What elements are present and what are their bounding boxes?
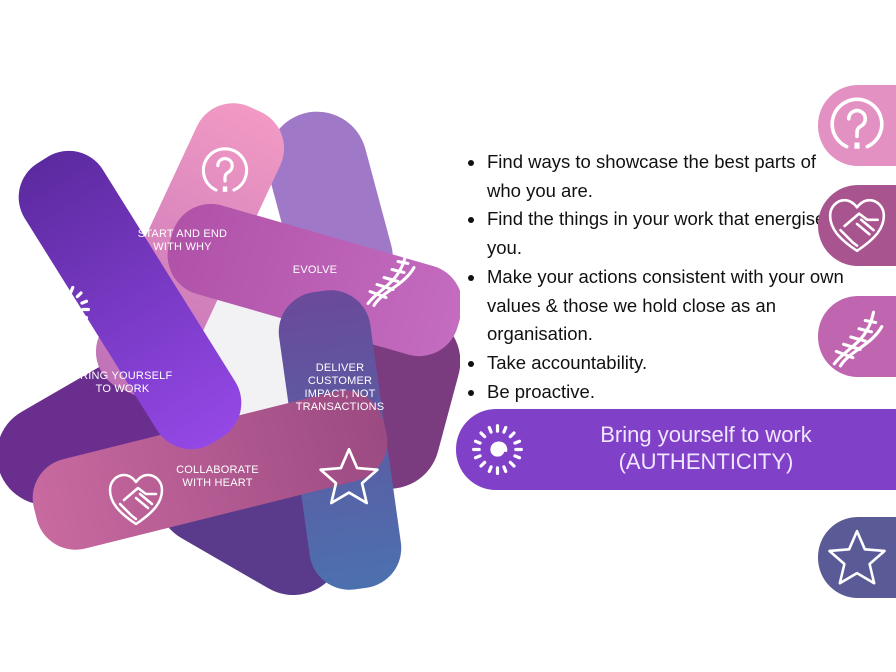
dna-icon (826, 306, 888, 368)
bullet-item: Find the things in your work that energi… (468, 205, 847, 262)
value-tile-deliver-customer-impact[interactable] (818, 517, 896, 598)
handshake-heart-icon (105, 470, 167, 530)
ribbon-bring-yourself-to-work (18, 150, 242, 450)
ribbon-collaborate-with-heart (32, 390, 388, 550)
dna-icon (360, 245, 420, 310)
handshake-heart-icon (826, 195, 888, 257)
active-value-subtitle: (AUTHENTICITY) (618, 449, 794, 474)
question-circle-icon (198, 145, 252, 199)
question-circle-icon (826, 95, 888, 157)
value-tile-collaborate-with-heart[interactable] (818, 185, 896, 266)
active-value-banner[interactable]: Bring yourself to work (AUTHENTICITY) (456, 409, 896, 490)
value-tile-evolve[interactable] (818, 296, 896, 377)
value-tile-start-and-end-with-why[interactable] (818, 85, 896, 166)
bullet-item: Find ways to showcase the best parts of … (468, 148, 847, 205)
bullet-item: Be proactive. (468, 378, 847, 407)
bullet-item: Take accountability. (468, 349, 847, 378)
sun-spiral-icon (37, 282, 92, 337)
bullet-item: Make your actions consistent with your o… (468, 263, 847, 349)
star-icon (317, 445, 381, 509)
ribbon-evolve (167, 203, 460, 357)
authenticity-bullet-list: Find ways to showcase the best parts of … (467, 148, 847, 406)
active-value-title: Bring yourself to work (600, 422, 812, 447)
star-icon (826, 527, 888, 589)
segment-label-evolve: EVOLVE (292, 264, 338, 276)
